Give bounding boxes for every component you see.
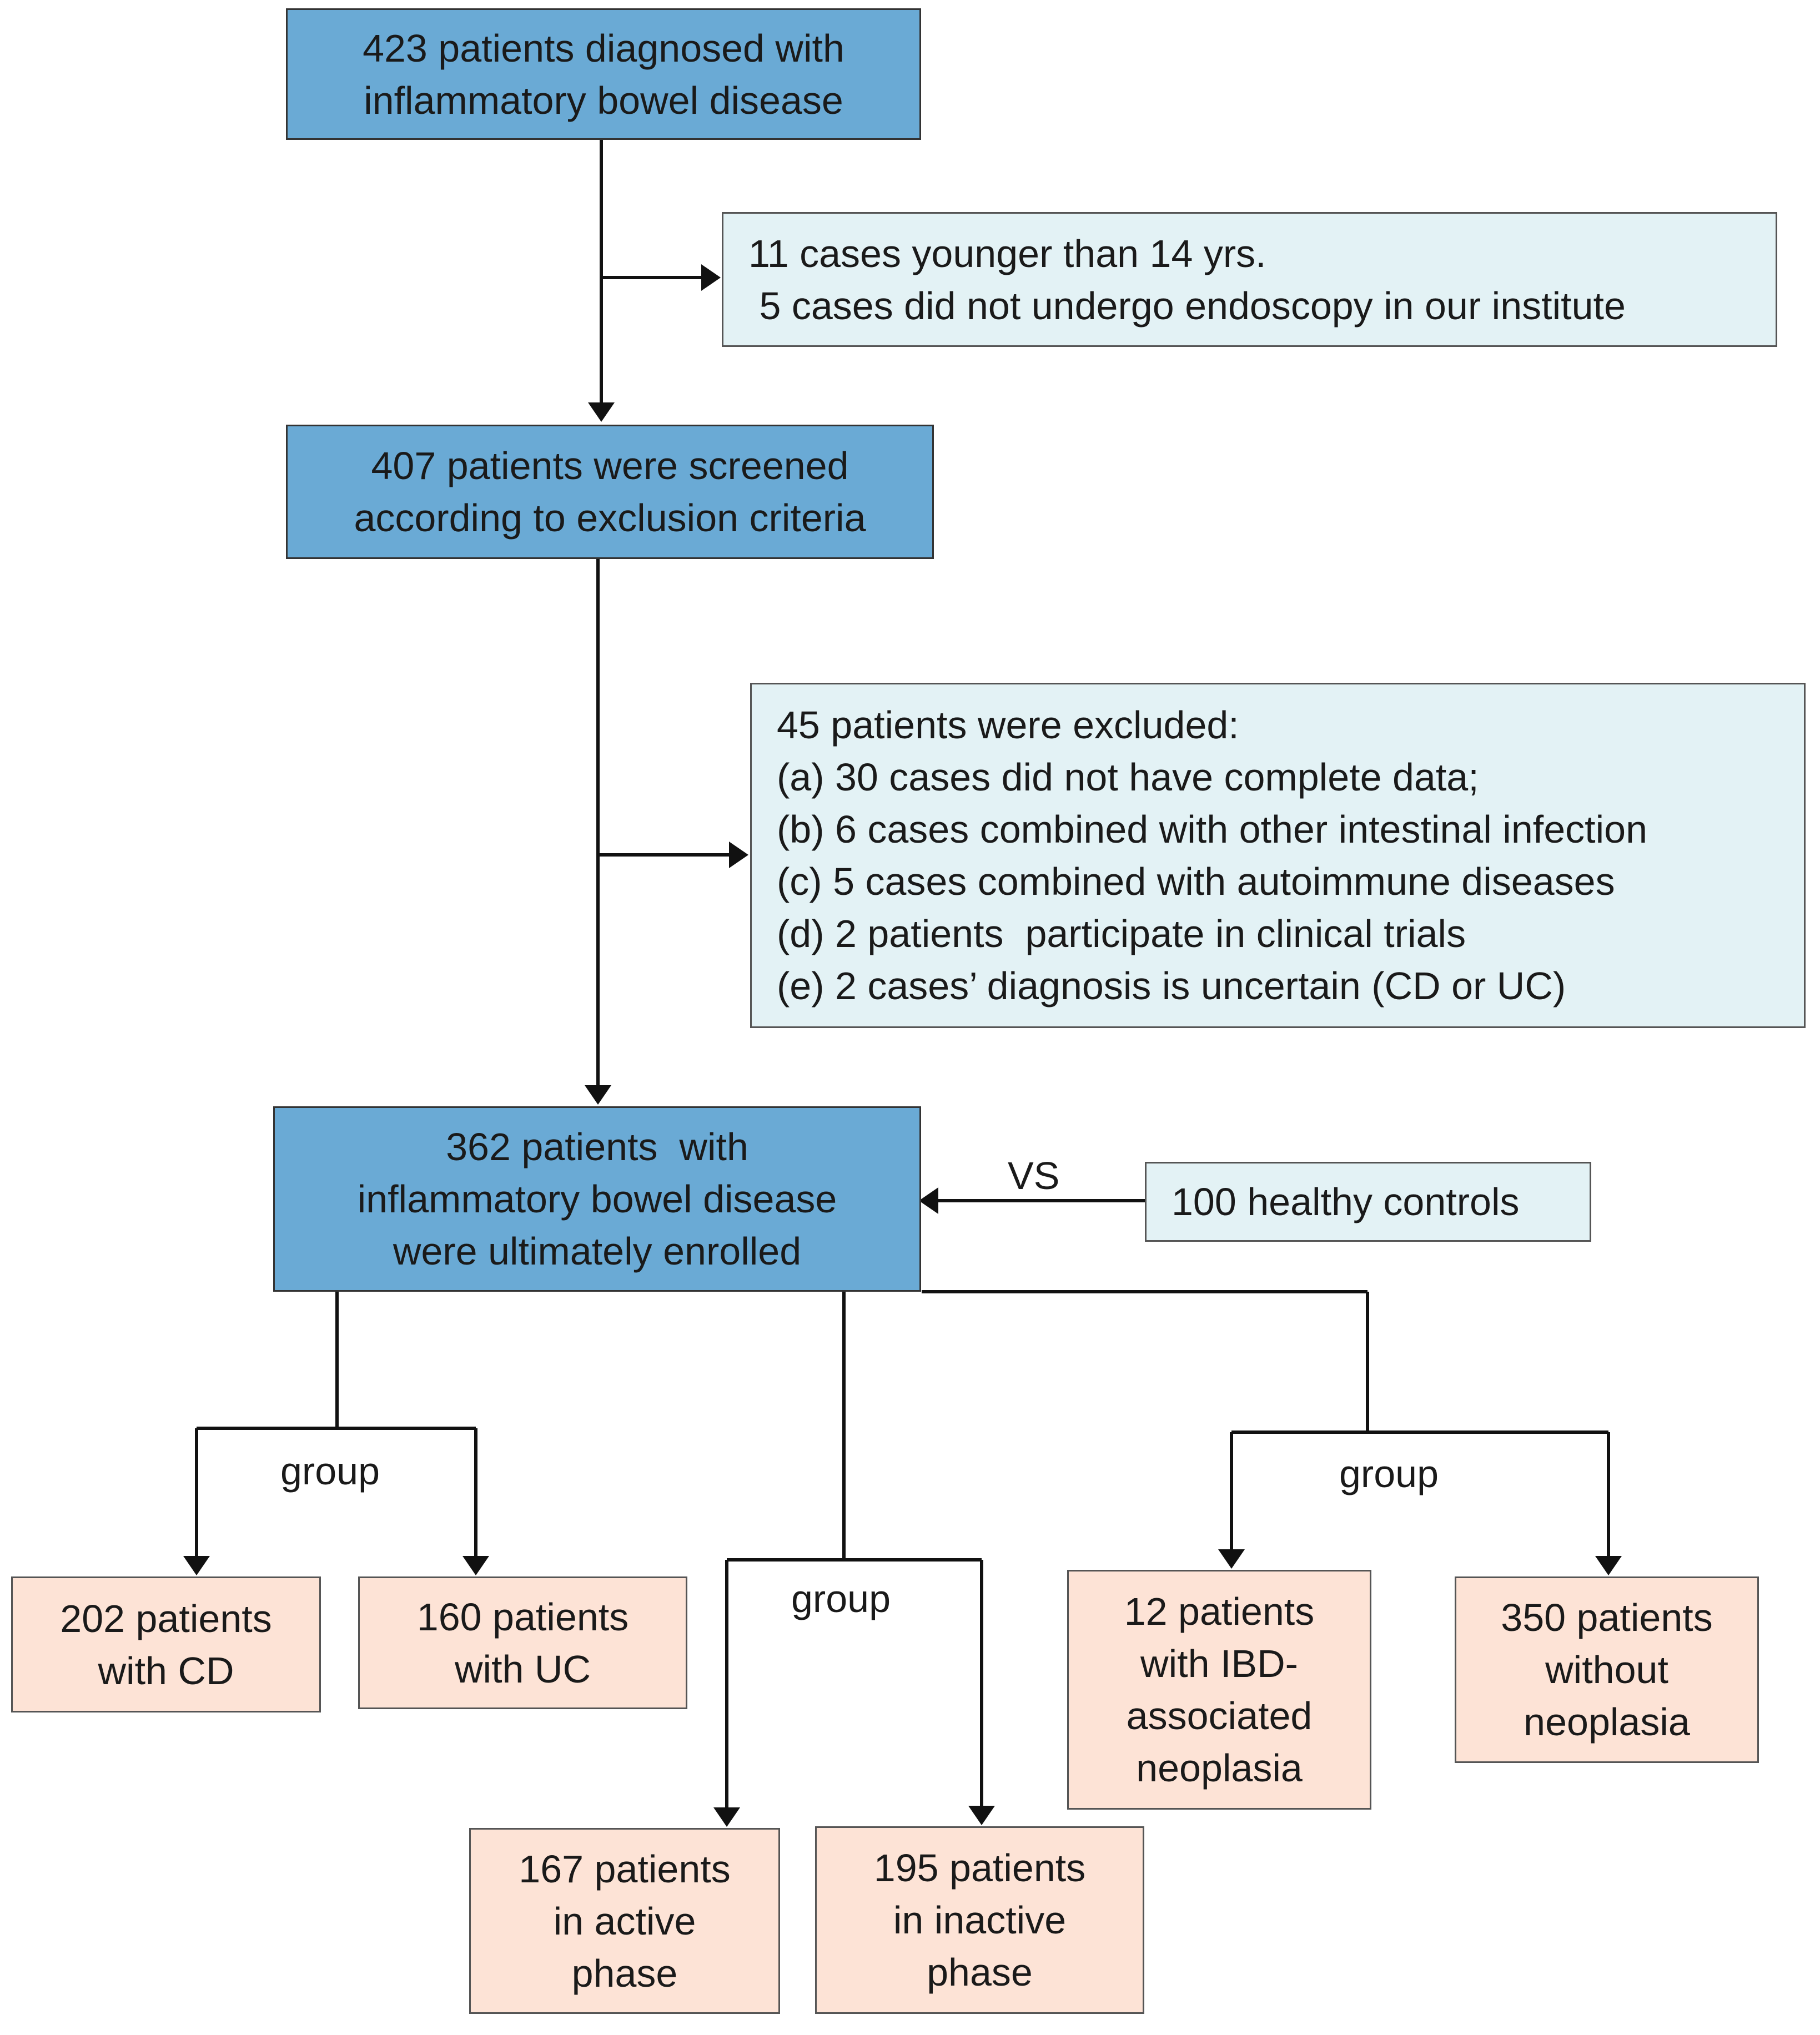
box-active-line-1: 167 patients <box>519 1847 731 1891</box>
box-screened-line-1: 407 patients were screened <box>371 444 849 487</box>
box-cd-line-2: with CD <box>98 1649 234 1693</box>
box-enrolled-line-2: inflammatory bowel disease <box>357 1177 837 1221</box>
box-ibd-neoplasia-line-2: with IBD- <box>1140 1642 1298 1685</box>
box-healthy-controls: 100 healthy controls <box>1145 1162 1591 1242</box>
excluded-criteria-item-d: (d) 2 patients participate in clinical t… <box>777 912 1466 955</box>
box-active-phase: 167 patients in active phase <box>469 1828 780 2014</box>
excluded-criteria-item-a: (a) 30 cases did not have complete data; <box>777 755 1479 799</box>
arrowhead-enrolled <box>585 1085 611 1105</box>
box-inactive-line-2: in inactive <box>893 1898 1067 1942</box>
box-screened: 407 patients were screened according to … <box>286 425 934 559</box>
box-inactive-line-3: phase <box>927 1951 1033 1994</box>
box-diagnosed-line-1: 423 patients diagnosed with <box>363 26 844 70</box>
arrowhead-excluded-criteria <box>729 842 748 868</box>
group-label-neoplasia: group <box>1339 1452 1439 1495</box>
group-label-type: group <box>280 1449 380 1493</box>
box-uc-line-1: 160 patients <box>416 1595 629 1639</box>
arrowhead-vs <box>919 1187 938 1214</box>
box-without-neoplasia-line-3: neoplasia <box>1524 1700 1690 1744</box>
box-uc: 160 patients with UC <box>358 1576 687 1709</box>
box-excluded-early: 11 cases younger than 14 yrs. 5 cases di… <box>722 212 1777 347</box>
vs-label: VS <box>1008 1154 1060 1197</box>
box-ibd-neoplasia: 12 patients with IBD- associated neoplas… <box>1067 1570 1371 1810</box>
box-excluded-early-line-2: 5 cases did not undergo endoscopy in our… <box>748 284 1626 328</box>
box-without-neoplasia-line-1: 350 patients <box>1501 1596 1713 1639</box>
box-cd-line-1: 202 patients <box>60 1596 272 1640</box>
box-enrolled-line-1: 362 patients with <box>446 1125 748 1168</box>
box-without-neoplasia: 350 patients without neoplasia <box>1455 1576 1759 1763</box>
arrowhead-uc <box>462 1556 489 1575</box>
box-ibd-neoplasia-line-3: associated <box>1126 1694 1313 1737</box>
box-diagnosed: 423 patients diagnosed with inflammatory… <box>286 8 921 140</box>
excluded-criteria-item-e: (e) 2 cases’ diagnosis is uncertain (CD … <box>777 964 1566 1008</box>
arrowhead-excluded-early <box>701 264 721 291</box>
arrowhead-no-neoplasia <box>1595 1556 1622 1575</box>
box-enrolled: 362 patients with inflammatory bowel dis… <box>273 1106 921 1292</box>
box-healthy-controls-text: 100 healthy controls <box>1172 1180 1520 1223</box>
excluded-criteria-item-b: (b) 6 cases combined with other intestin… <box>777 808 1648 851</box>
box-inactive-line-1: 195 patients <box>873 1846 1086 1890</box>
box-uc-line-2: with UC <box>454 1647 591 1691</box>
box-excluded-criteria: 45 patients were excluded: (a) 30 cases … <box>750 683 1806 1028</box>
box-cd: 202 patients with CD <box>11 1576 321 1712</box>
box-ibd-neoplasia-line-4: neoplasia <box>1136 1746 1303 1790</box>
box-ibd-neoplasia-line-1: 12 patients <box>1124 1590 1315 1633</box>
arrowhead-neoplasia <box>1218 1549 1245 1569</box>
excluded-criteria-item-c: (c) 5 cases combined with autoimmune dis… <box>777 860 1615 903</box>
arrowhead-active <box>713 1807 740 1827</box>
arrowhead-screened <box>588 402 615 422</box>
group-label-phase: group <box>791 1577 891 1620</box>
box-active-line-3: phase <box>571 1951 678 1995</box>
box-screened-line-2: according to exclusion criteria <box>354 496 866 540</box>
arrowhead-cd <box>183 1556 210 1575</box>
box-excluded-early-line-1: 11 cases younger than 14 yrs. <box>748 231 1266 275</box>
arrowhead-inactive <box>968 1806 995 1825</box>
box-inactive-phase: 195 patients in inactive phase <box>815 1826 1144 2014</box>
excluded-criteria-heading: 45 patients were excluded: <box>777 703 1239 747</box>
box-without-neoplasia-line-2: without <box>1545 1648 1668 1691</box>
box-enrolled-line-3: were ultimately enrolled <box>393 1230 802 1273</box>
box-active-line-2: in active <box>553 1899 696 1943</box>
box-diagnosed-line-2: inflammatory bowel disease <box>364 78 843 122</box>
